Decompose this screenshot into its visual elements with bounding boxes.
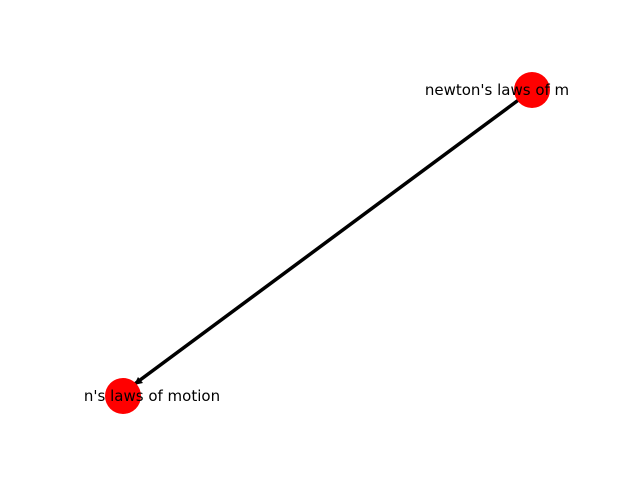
graph-edge [134,88,534,385]
arrowhead-icon [134,377,143,385]
node-label-source: newton's laws of m [425,81,569,99]
node-label-target: n's laws of motion [84,387,220,405]
graph-node-target [105,378,141,414]
graph-node-source [514,72,550,108]
